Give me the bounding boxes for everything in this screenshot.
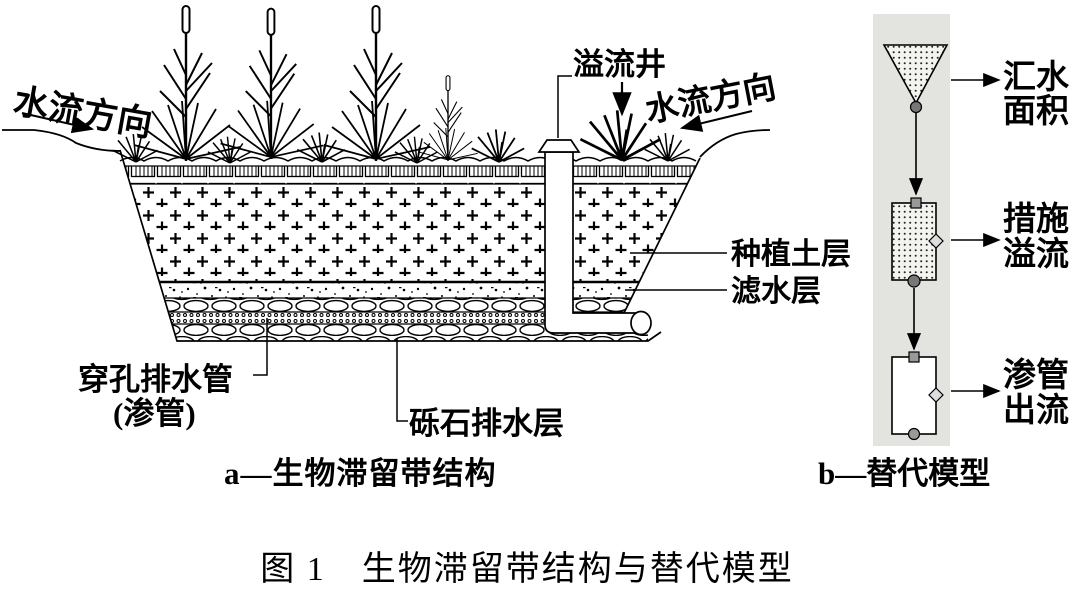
leader-gravel-layer [396, 339, 408, 422]
outlet-pipe-end [630, 310, 652, 336]
planting-soil-layer [120, 184, 700, 282]
overflow-well-cap [537, 139, 581, 153]
filter-layer-label: 滤水层 [731, 275, 821, 308]
reed-plant [219, 7, 325, 161]
pipe-outflow-label-2: 出流 [1003, 392, 1069, 429]
node-circle [907, 274, 921, 288]
catchment-area-label-2: 面积 [1003, 93, 1069, 130]
panel-b-caption: b—替代模型 [818, 456, 990, 491]
node-circle [907, 427, 921, 441]
leader-overflow-well [557, 75, 572, 138]
vegetation [111, 4, 691, 164]
perforated-pipe-label-2: (渗管) [113, 396, 196, 431]
pipe-outflow-label-1: 渗管 [1003, 357, 1069, 394]
gravel-layer-label: 砾石排水层 [409, 406, 564, 441]
overflow-well-body [544, 151, 641, 334]
layer-boundaries [120, 165, 700, 325]
cross-section-diagram: 水流方向 水流方向 溢流井 种植土层 滤水层 穿孔排水管 (渗管) 砾石排水层 … [2, 4, 851, 491]
node-diamond [928, 387, 944, 403]
basin-outline [119, 149, 701, 342]
facility-overflow-label-1: 措施 [1003, 201, 1069, 238]
model-diagram: 汇水 面积 措施 溢流 渗管 出流 b—替代模型 [818, 14, 1070, 491]
node-square [910, 197, 922, 209]
mulch-layer [120, 166, 700, 184]
ground-line-left [2, 129, 121, 152]
reed-plant [132, 4, 242, 163]
leader-lines [253, 75, 727, 422]
catchment-triangle [882, 44, 949, 105]
perforated-pipe-label: 穿孔排水管 [78, 362, 233, 397]
figure-caption: 图 1 生物滞留带结构与替代模型 [260, 550, 794, 588]
node-square [908, 351, 920, 363]
node-circle [909, 100, 923, 114]
overflow-well [537, 139, 652, 336]
flow-direction-left-label: 水流方向 [11, 81, 156, 144]
leader-perforated-pipe [253, 318, 268, 376]
flow-arrow-right [679, 110, 753, 132]
overflow-well-label: 溢流井 [573, 47, 666, 82]
planting-soil-label: 种植土层 [731, 238, 851, 271]
catchment-area-label-1: 汇水 [1003, 59, 1070, 96]
facility-overflow-label-2: 溢流 [1003, 236, 1069, 273]
panel-a-caption: a—生物滞留带结构 [224, 456, 497, 491]
surface-wave-line [119, 156, 697, 162]
node-diamond [928, 233, 944, 249]
ground-line-right [699, 129, 771, 158]
flow-arrow-left [21, 112, 95, 134]
basin-layers [120, 150, 700, 341]
